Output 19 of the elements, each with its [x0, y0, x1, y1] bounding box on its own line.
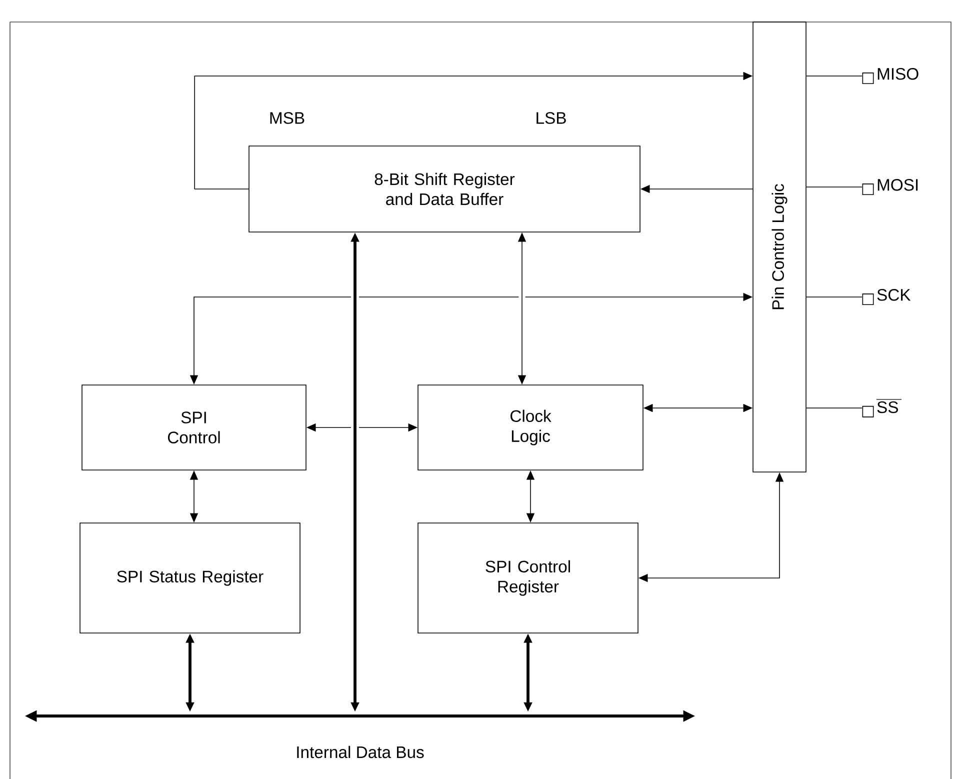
- node-label: MOSI: [878, 179, 918, 191]
- pin-terminal: SS: [862, 399, 902, 418]
- register-box: SPI Control Register: [418, 522, 638, 634]
- bit-label: LSB: [536, 112, 566, 124]
- register-box: 8-Bit Shift Register and Data Buffer: [248, 146, 640, 232]
- control-box: SPI Control: [82, 384, 306, 470]
- pin-terminal: MISO: [862, 68, 918, 84]
- node-label: MISO: [878, 68, 918, 80]
- bit-label: MSB: [270, 112, 304, 124]
- register-box: SPI Status Register: [80, 522, 300, 634]
- logic-block: Pin Control Logic: [752, 22, 806, 472]
- signal-line: [806, 186, 862, 188]
- node-label: SS: [877, 401, 898, 414]
- node-label: SCK: [877, 289, 911, 301]
- pin-terminal: SCK: [862, 289, 911, 306]
- logic-box: Clock Logic: [418, 384, 644, 470]
- signal-line: [806, 296, 862, 298]
- bus-label: Internal Data Bus: [297, 746, 424, 758]
- pin-terminal: MOSI: [862, 179, 918, 196]
